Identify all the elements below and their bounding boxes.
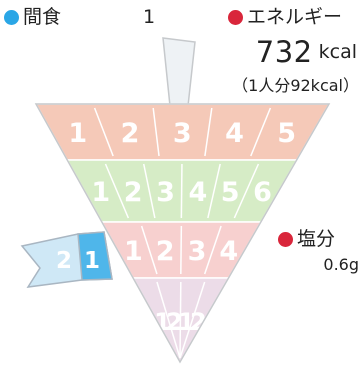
guide-divider [179,281,182,359]
energy-heading: エネルギー [228,6,342,28]
guide-divider [233,163,260,219]
guide-number: 1 [68,118,87,149]
guide-number: 4 [225,118,244,149]
guide-number: 5 [221,177,240,208]
guide-divider [140,225,158,275]
top-handle [162,37,196,107]
snack-label: 間食 [23,6,62,28]
ribbon-number: 1 [84,248,100,274]
guide-number: 1 [154,308,171,336]
snack-category: 間食 [4,6,61,28]
guide-number: 1 [124,236,143,267]
guide-number: 4 [188,177,207,208]
guide-number: 3 [188,236,207,267]
guide-number: 6 [253,177,272,208]
guide-number: 2 [166,308,183,336]
guide-divider [104,163,130,219]
guide-number: 2 [156,236,175,267]
guide-number: 2 [124,177,143,208]
guide-divider [180,163,183,219]
blue-dot-icon [4,9,19,25]
guide-divider [180,225,183,275]
salt-label: 塩分 [297,228,336,250]
guide-number: 3 [156,177,175,208]
guide-number: 1 [178,308,195,336]
guide-divider [250,107,272,157]
energy-total: 732 kcal [256,36,357,68]
red-dot-icon [228,9,243,25]
red-dot-icon [278,231,293,247]
guide-divider [179,281,206,359]
guide-number: 2 [121,118,140,149]
guide-divider [142,163,156,219]
guide-number: 5 [277,118,296,149]
guide-divider [152,107,160,157]
salt-heading: 塩分 [278,228,335,250]
guide-outline [34,103,331,364]
guide-divider [204,107,213,157]
salt-value: 0.6g [323,255,359,274]
guide-ribbon-filled [77,231,113,281]
guide-divider [156,281,181,359]
guide-number: 1 [91,177,110,208]
guide-number: 2 [190,308,207,336]
guide-divider [203,225,222,275]
guide-number: 3 [173,118,192,149]
energy-per-person: （1人分92kcal） [232,76,359,95]
guide-divider [207,163,221,219]
guide-divider [93,107,114,157]
snack-count: 1 [143,6,156,28]
guide-number: 4 [219,236,238,267]
energy-value: 732 [255,35,313,69]
ribbon-number: 2 [56,248,72,274]
energy-unit: kcal [318,41,357,63]
energy-label: エネルギー [247,6,343,28]
